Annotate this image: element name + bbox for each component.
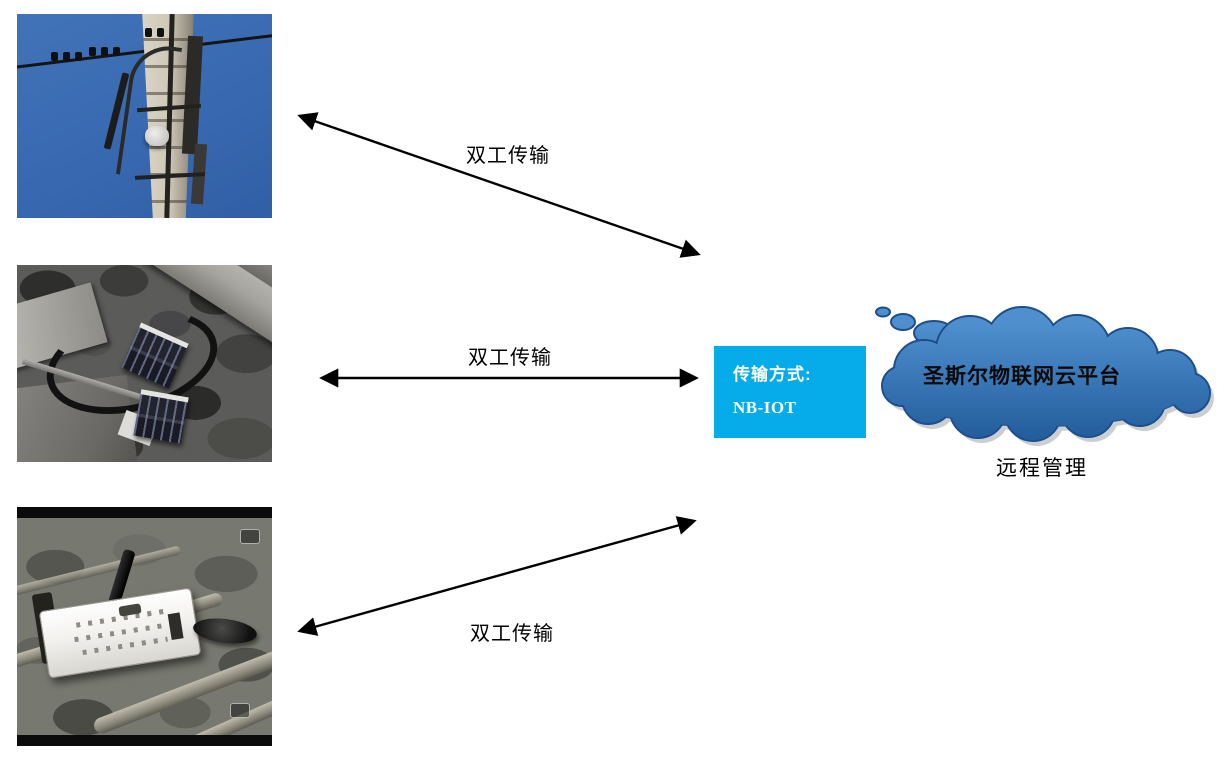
dark-disc [191, 615, 259, 647]
camera-overlay-icon [230, 703, 250, 718]
insulator-cluster [145, 28, 164, 37]
insulator-cluster [51, 52, 82, 61]
transmission-mode-box: 传输方式: NB-IOT [714, 346, 866, 438]
terminal-box [38, 587, 202, 679]
duplex-arrow-top [297, 112, 701, 258]
cloud-tail-bubble-mid [890, 313, 916, 331]
rail-solar-sensors-photo [17, 265, 272, 462]
remote-management-label: 远程管理 [996, 457, 1088, 480]
transmission-protocol: NB-IOT [733, 398, 797, 417]
camera-overlay-icon [240, 529, 260, 544]
mounted-device [145, 126, 169, 146]
letterbox-bar [17, 507, 272, 518]
letterbox-bar [17, 735, 272, 746]
duplex-arrow-bottom [297, 516, 697, 636]
rail-pipe [17, 545, 182, 598]
transmission-mode-title: 传输方式: [733, 365, 812, 384]
utility-pole-photo [17, 14, 272, 218]
solar-sensor [133, 389, 189, 444]
cloud-tail-bubble-small [875, 306, 891, 318]
duplex-label-bottom: 双工传输 [470, 623, 554, 645]
cloud-platform-label: 圣斯尔物联网云平台 [923, 365, 1121, 388]
nbiot-terminal-photo [17, 507, 272, 746]
terminal-label-strip [167, 612, 184, 640]
duplex-label-top: 双工传输 [466, 145, 550, 167]
insulator-cluster [89, 47, 120, 56]
vent-holes [82, 636, 168, 656]
cloud-callout [875, 306, 1214, 446]
duplex-label-middle: 双工传输 [468, 347, 552, 369]
